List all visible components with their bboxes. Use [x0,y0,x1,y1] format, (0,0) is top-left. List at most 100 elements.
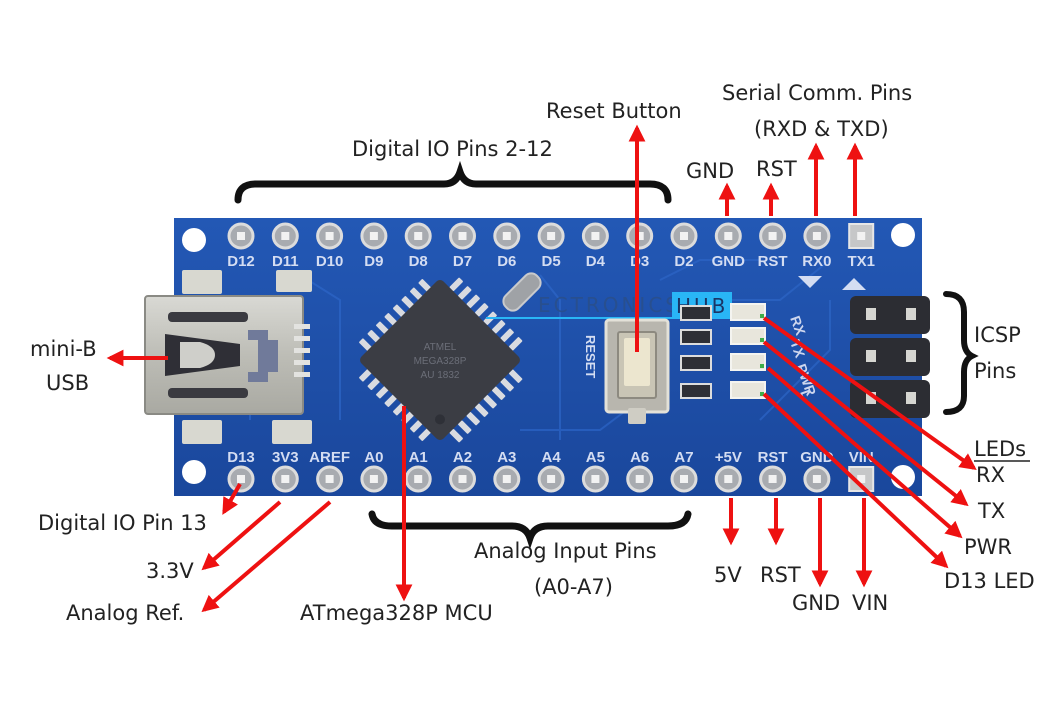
resistor [680,329,712,345]
header-pin [316,465,344,493]
label-digital-io-2-12: Digital IO Pins 2-12 [352,137,553,161]
label-icsp: ICSP [974,323,1021,347]
label-rst-top: RST [756,157,797,181]
header-pin [626,465,654,493]
pin-label: A1 [409,449,428,466]
header-pin [227,465,255,493]
header-pin [404,465,432,493]
pin-label: D6 [497,253,516,270]
arrow-led-d13 [762,392,949,569]
led-silkscreen-label: RX [787,314,809,338]
smd-component [182,420,222,444]
label-pins: Pins [974,359,1016,383]
led [730,327,766,345]
pin-label: A4 [542,449,562,466]
label-gnd-bottom: GND [792,591,840,615]
label-usb: USB [46,371,89,395]
brace-digital-io [234,160,672,204]
mount-hole [182,228,206,252]
header-pin [803,222,831,250]
pin-label: 3V3 [272,449,299,466]
pin-label: D9 [364,253,383,270]
label-led-rx: RX [976,463,1005,487]
label-rst-bottom: RST [760,563,801,587]
reset-button[interactable] [604,318,670,424]
chip-marking: AU 1832 [421,370,460,381]
pin-label: D8 [409,253,428,270]
brace-icsp [943,291,979,415]
pin-label: A2 [453,449,472,466]
header-pin [449,222,476,250]
header-pin [759,222,787,250]
arrow-aref [201,500,332,613]
pin-label: RST [758,449,788,466]
label-serial-comm-line2: (RXD & TXD) [754,117,889,141]
pin-label: AREF [309,449,350,466]
header-pin [271,222,299,250]
header-pin [537,222,565,250]
pin-label: RX0 [802,253,831,270]
header-pin [227,222,255,250]
led [730,303,766,321]
header-pin [848,223,875,249]
smd-component [272,420,312,444]
header-pin [271,465,299,493]
resistor [680,305,712,321]
tx-arrow-silkscreen [842,278,866,290]
rx-arrow-silkscreen [798,276,822,288]
reset-silkscreen: RESET [583,335,598,378]
pin-label: TX1 [847,253,875,270]
crystal-oscillator [502,272,542,312]
smd-component [276,270,312,292]
label-vin: VIN [852,591,888,615]
header-pin [714,222,742,250]
mini-usb-connector [144,295,310,415]
pin-label: A0 [364,449,383,466]
label-led-pwr: PWR [964,535,1012,559]
label-leds-heading: LEDs [974,437,1026,461]
header-pin [493,222,521,250]
pin-label: A5 [586,449,605,466]
pin-label: D5 [542,253,561,270]
arrow-d13 [222,483,242,515]
brace-analog-input [368,510,692,550]
header-pin [449,465,476,493]
header-pin [759,465,787,493]
label-serial-comm-line1: Serial Comm. Pins [722,81,912,105]
pin-label: +5V [715,449,742,466]
header-pin [404,222,432,250]
arrow-led-rx [762,316,977,470]
header-pin [360,222,388,250]
pin-label: RST [758,253,788,270]
pin-label: A3 [497,449,516,466]
header-pin [714,465,742,493]
annotation-arrows [106,124,977,613]
chip-marking: MEGA328P [414,356,467,367]
label-led-d13: D13 LED [944,569,1035,593]
mount-hole [891,223,915,247]
led-silkscreen-label: TX [787,338,808,361]
header-pin [537,465,565,493]
header-pin [316,222,344,250]
led [730,353,766,371]
pin-label: GND [712,253,746,270]
watermark-text: ECTRONICS [538,293,681,317]
pin-label: D7 [453,253,472,270]
header-pin [581,465,609,493]
pin-label: D2 [674,253,693,270]
smd-component [182,270,222,294]
header-pin [493,465,521,493]
header-pin [803,465,831,493]
arrow-led-tx [762,340,969,507]
label-gnd-top: GND [686,159,734,183]
pin-label: D11 [272,253,299,270]
resistor [680,383,712,399]
label-digital-io-13: Digital IO Pin 13 [38,511,207,535]
label-mini-b: mini-B [30,337,97,361]
arrow-3v3 [201,500,282,571]
pin-label: D13 [227,449,255,466]
status-leds [680,303,766,399]
